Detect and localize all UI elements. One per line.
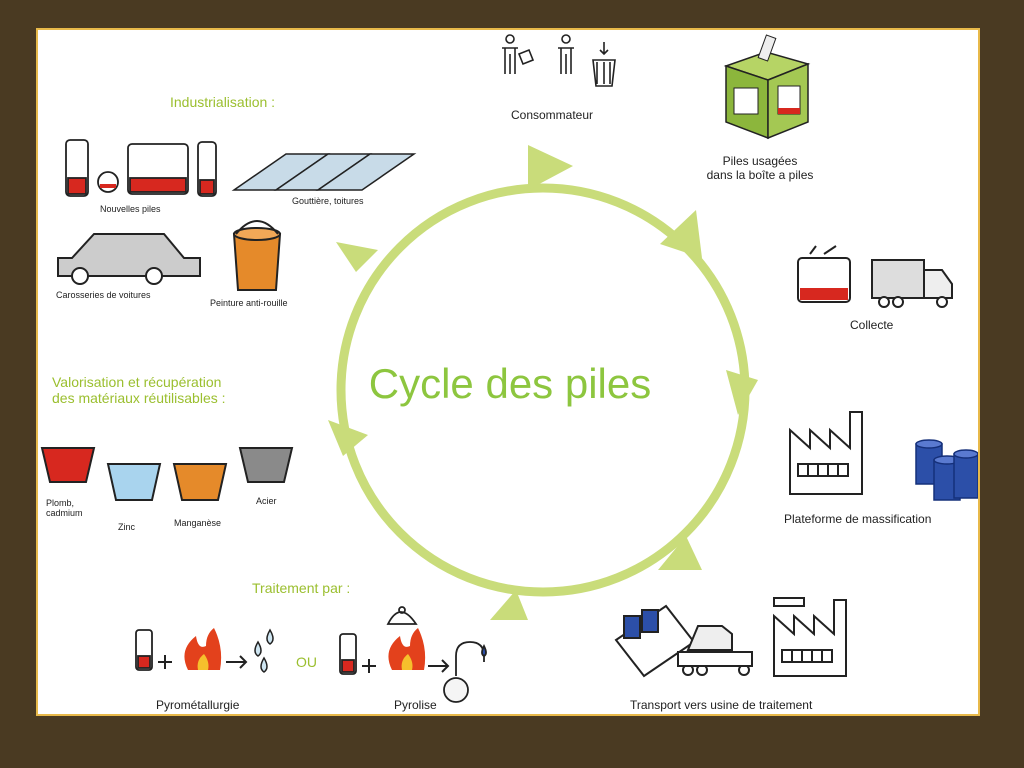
label-zinc: Zinc	[118, 522, 136, 532]
car-icon	[57, 233, 201, 285]
label-plomb: Plomb, cadmium	[46, 498, 83, 518]
barrels-icon	[915, 439, 978, 501]
truck-icon	[871, 259, 953, 308]
stage-transport: Transport vers usine de traitement	[630, 698, 813, 712]
arrow-5	[490, 590, 528, 620]
cycle-arrows	[328, 145, 758, 620]
battery-icon	[135, 629, 357, 675]
stage-consommateur: Consommateur	[510, 108, 594, 122]
traitement-heading: Traitement par :	[252, 580, 351, 596]
diagram-drawing	[40, 34, 978, 703]
fire-icon	[184, 628, 426, 670]
stage-collecte: Collecte	[850, 318, 894, 332]
recycle-bin-icon	[558, 34, 616, 87]
diagram-title: Cycle des piles	[368, 360, 652, 407]
battery-icon	[797, 245, 851, 303]
label-peinture: Peinture anti-rouille	[210, 298, 288, 308]
label-pyrometallurgie: Pyrométallurgie	[156, 698, 240, 712]
factory-icon	[789, 411, 863, 495]
label-acier: Acier	[256, 496, 277, 506]
label-pyrolise: Pyrolise	[394, 698, 437, 712]
person-icon	[502, 34, 535, 74]
crane-truck-icon	[614, 604, 753, 678]
industrialisation-heading: Industrialisation :	[170, 94, 276, 110]
flask-icon	[386, 606, 487, 703]
arrow-3	[726, 370, 758, 415]
paint-bucket-icon	[232, 220, 282, 291]
arrow-6	[328, 420, 368, 456]
stage-piles-usagees: Piles usagées dans la boîte a piles	[706, 154, 814, 182]
factory-icon	[773, 597, 847, 677]
label-gouttiere: Gouttière, toitures	[292, 196, 364, 206]
stage-plateforme: Plateforme de massification	[784, 512, 932, 526]
label-manganese: Manganèse	[174, 518, 222, 528]
roof-panel-icon	[231, 153, 417, 191]
label-ou: OU	[296, 654, 317, 670]
valorisation-heading: Valorisation et récupération des matéria…	[52, 374, 226, 406]
battery-icon	[65, 139, 217, 197]
label-carosseries: Carosseries de voitures	[56, 290, 151, 300]
arrow-7	[336, 242, 378, 272]
arrow-2	[660, 210, 702, 258]
bin-icon	[40, 447, 294, 501]
diagram-panel: Cycle des piles Consommateur Piles usagé…	[36, 28, 980, 716]
battery-box-icon	[723, 34, 811, 140]
droplets-icon	[254, 628, 274, 673]
arrow-4	[658, 536, 702, 570]
arrow-1	[528, 145, 573, 190]
label-nouvelles-piles: Nouvelles piles	[100, 204, 161, 214]
operators	[158, 655, 450, 673]
